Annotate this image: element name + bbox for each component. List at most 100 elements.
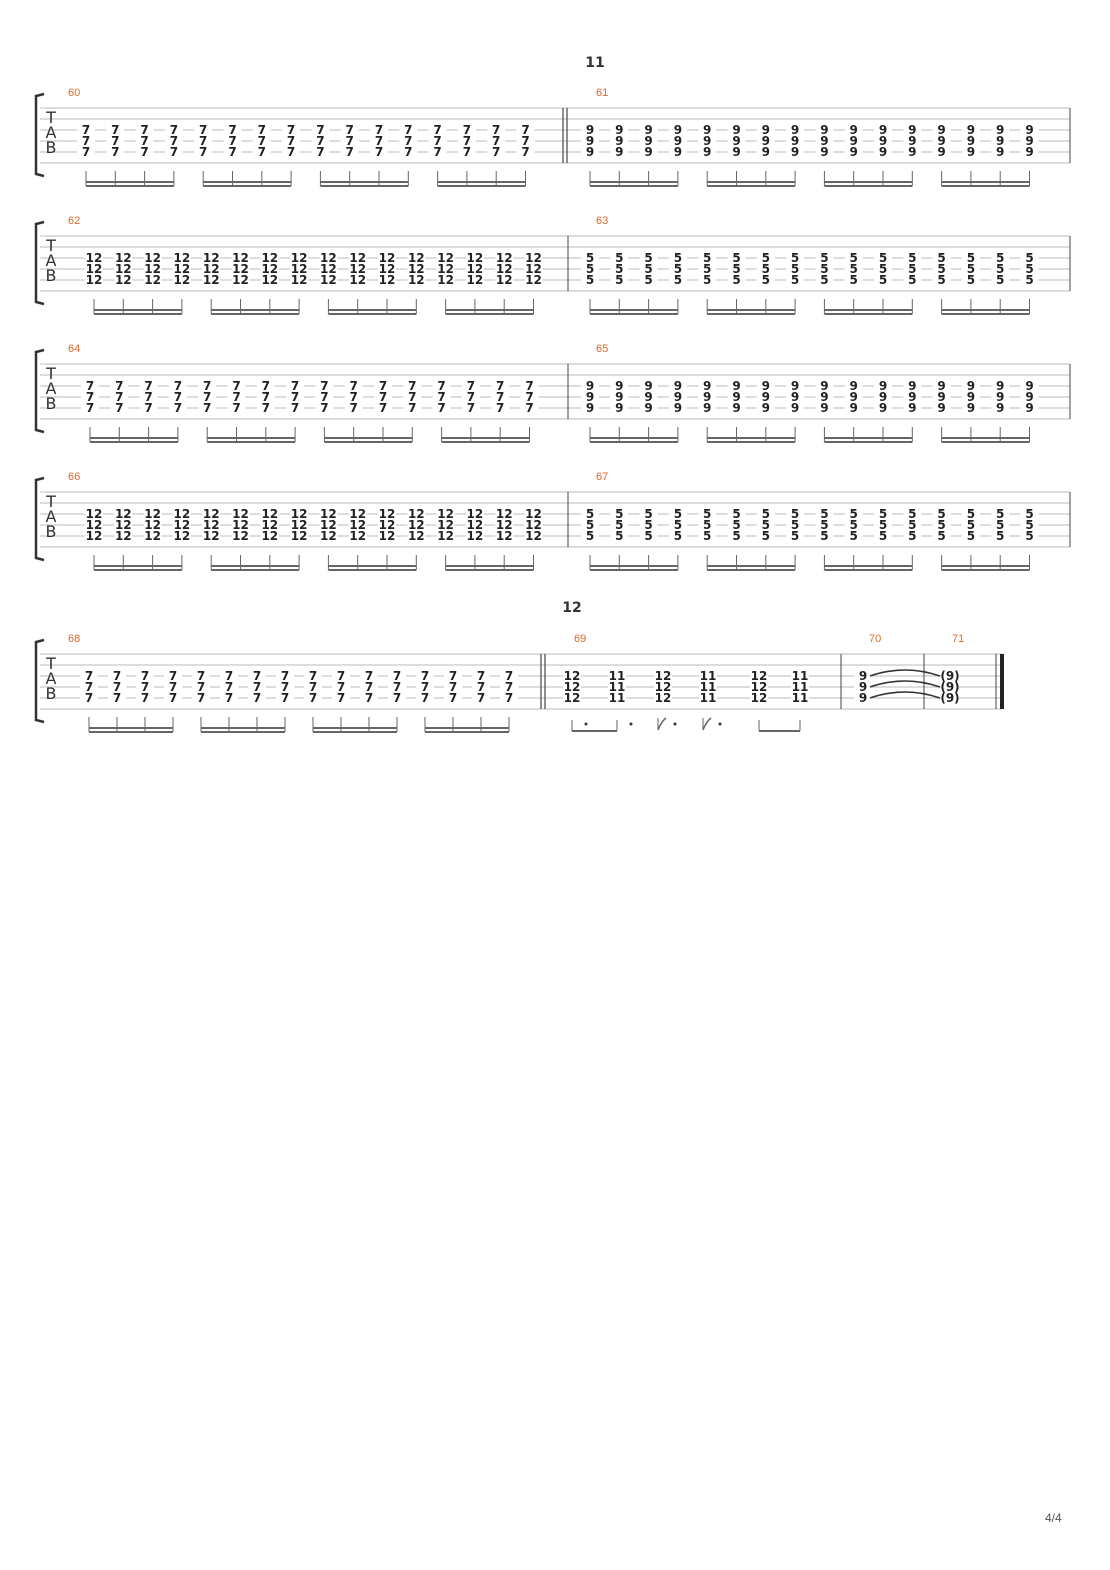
fret-bg bbox=[461, 392, 480, 402]
fret-number: 5 bbox=[1025, 262, 1033, 276]
fret-bg bbox=[231, 509, 250, 519]
fret-number: 9 bbox=[586, 401, 594, 415]
fret-number: 5 bbox=[762, 507, 770, 521]
fret-bg bbox=[106, 125, 125, 135]
fret-bg bbox=[756, 392, 775, 402]
fret-bg bbox=[874, 147, 892, 157]
fret-bg bbox=[815, 264, 834, 274]
fret-number: 7 bbox=[505, 691, 513, 705]
fret-number: 7 bbox=[467, 379, 475, 393]
fret-bg bbox=[81, 403, 99, 413]
fret-number: 12 bbox=[564, 680, 581, 694]
fret-number: 7 bbox=[262, 401, 270, 415]
fret-number: 9 bbox=[937, 134, 945, 148]
fret-bg bbox=[495, 264, 514, 274]
fret-bg bbox=[198, 381, 217, 391]
fret-number: 9 bbox=[879, 134, 887, 148]
fret-number: 9 bbox=[674, 145, 682, 159]
tie-arc bbox=[869, 680, 941, 688]
fret-number: 9 bbox=[859, 680, 867, 694]
fret-number: 12 bbox=[379, 262, 396, 276]
fret-number: 5 bbox=[644, 262, 652, 276]
fret-bg bbox=[223, 147, 242, 157]
fret-bg bbox=[756, 125, 775, 135]
beam bbox=[824, 309, 913, 311]
fret-number: 7 bbox=[346, 145, 354, 159]
beam bbox=[203, 185, 292, 187]
fret-bg bbox=[699, 671, 717, 681]
fret-number: 5 bbox=[820, 273, 828, 287]
fret-number: 7 bbox=[281, 691, 289, 705]
fret-number: 12 bbox=[291, 251, 308, 265]
fret-number: 7 bbox=[404, 134, 412, 148]
fret-bg bbox=[465, 264, 484, 274]
beam bbox=[211, 313, 300, 315]
measure-number: 69 bbox=[574, 633, 586, 645]
staff-system: TAB6477777777777777777777777777777777777… bbox=[34, 343, 1071, 443]
fret-bg bbox=[220, 671, 238, 681]
fret-bg bbox=[654, 682, 672, 692]
fret-bg bbox=[436, 531, 455, 541]
fret-number: 7 bbox=[365, 691, 373, 705]
fret-number: 7 bbox=[505, 669, 513, 683]
fret-bg bbox=[668, 392, 687, 402]
fret-bg bbox=[874, 403, 892, 413]
fret-bg bbox=[520, 381, 539, 391]
fret-bg bbox=[416, 693, 434, 703]
fret-number: 9 bbox=[791, 134, 799, 148]
fret-bg bbox=[286, 403, 305, 413]
fret-number: 12 bbox=[751, 680, 768, 694]
fret-bg bbox=[815, 509, 834, 519]
system-bracket bbox=[34, 220, 45, 306]
beam bbox=[437, 185, 526, 187]
fret-number: 12 bbox=[437, 251, 454, 265]
fret-bg bbox=[610, 136, 629, 146]
fret-number: 9 bbox=[859, 691, 867, 705]
beam bbox=[590, 441, 678, 443]
fret-bg bbox=[1020, 520, 1039, 530]
fret-bg bbox=[991, 392, 1010, 402]
fret-bg bbox=[202, 509, 221, 519]
fret-number: 9 bbox=[937, 145, 945, 159]
staff-system: 12TAB68777777777777777777777777777777777… bbox=[34, 600, 1004, 733]
fret-bg bbox=[699, 682, 717, 692]
fret-bg bbox=[844, 531, 863, 541]
fret-number: 9 bbox=[732, 401, 740, 415]
fret-number: 9 bbox=[732, 134, 740, 148]
fret-number: 7 bbox=[141, 669, 149, 683]
fret-number: 9 bbox=[586, 123, 594, 137]
fret-bg bbox=[815, 381, 834, 391]
fret-bg bbox=[903, 253, 922, 263]
fret-number: 12 bbox=[564, 691, 581, 705]
fret-bg bbox=[961, 147, 980, 157]
fret-bg bbox=[248, 693, 266, 703]
system-bracket bbox=[34, 476, 45, 562]
fret-number: 9 bbox=[859, 669, 867, 683]
fret-number: 7 bbox=[85, 669, 93, 683]
fret-bg bbox=[668, 381, 687, 391]
fret-bg bbox=[290, 531, 309, 541]
fret-bg bbox=[991, 136, 1010, 146]
fret-number: 12 bbox=[496, 251, 513, 265]
fret-number: 12 bbox=[525, 507, 542, 521]
fret-number: 7 bbox=[291, 379, 299, 393]
fret-bg bbox=[750, 693, 768, 703]
fret-number: 12 bbox=[349, 507, 366, 521]
measure: 6612121212121212121212121212121212121212… bbox=[68, 471, 569, 571]
fret-bg bbox=[786, 253, 805, 263]
beam bbox=[90, 437, 178, 439]
fret-number: 12 bbox=[86, 507, 103, 521]
fret-number: 5 bbox=[791, 518, 799, 532]
fret-bg bbox=[77, 125, 95, 135]
fret-number: 5 bbox=[703, 529, 711, 543]
fret-number: 5 bbox=[820, 529, 828, 543]
fret-number: 12 bbox=[291, 529, 308, 543]
fret-number: 5 bbox=[879, 529, 887, 543]
fret-bg bbox=[282, 125, 301, 135]
fret-number: 5 bbox=[615, 518, 623, 532]
fret-number: 12 bbox=[467, 251, 484, 265]
fret-number: 5 bbox=[703, 251, 711, 265]
fret-number: 12 bbox=[203, 518, 220, 532]
fret-bg bbox=[941, 671, 959, 681]
fret-bg bbox=[698, 381, 717, 391]
